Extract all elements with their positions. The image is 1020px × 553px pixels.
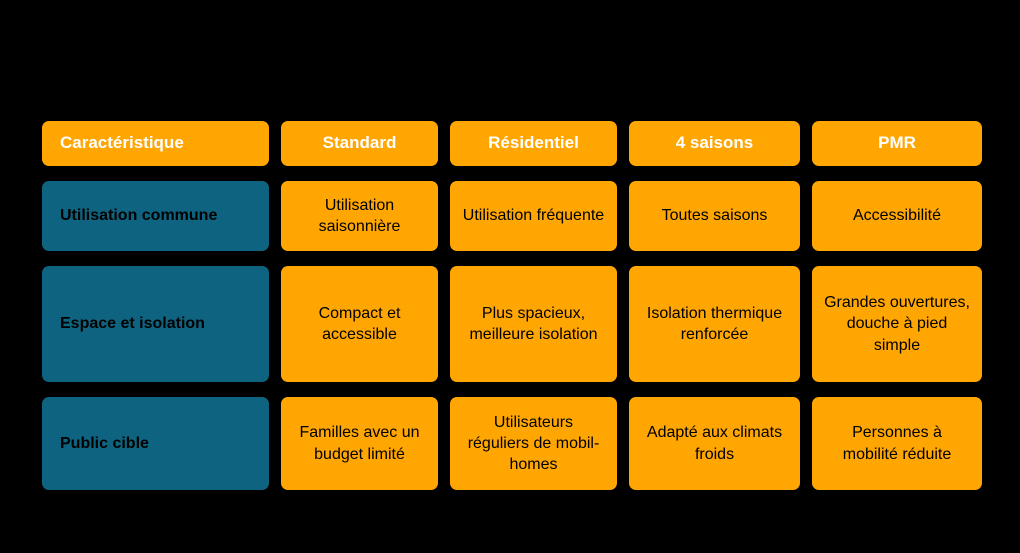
header-cell-residentiel: Résidentiel xyxy=(450,121,617,166)
header-cell-pmr: PMR xyxy=(812,121,982,166)
table-cell: Compact et accessible xyxy=(281,266,438,382)
table-cell: Utilisation saisonnière xyxy=(281,181,438,251)
table-cell: Toutes saisons xyxy=(629,181,800,251)
header-cell-standard: Standard xyxy=(281,121,438,166)
table-cell: Grandes ouvertures, douche à pied simple xyxy=(812,266,982,382)
row-label-public-cible: Public cible xyxy=(42,397,269,490)
table-cell: Accessibilité xyxy=(812,181,982,251)
row-label-espace-et-isolation: Espace et isolation xyxy=(42,266,269,382)
table-cell: Utilisation fréquente xyxy=(450,181,617,251)
table-cell: Utilisateurs réguliers de mobil-homes xyxy=(450,397,617,490)
header-cell-caracteristique: Caractéristique xyxy=(42,121,269,166)
table-cell: Familles avec un budget limité xyxy=(281,397,438,490)
table-cell: Adapté aux climats froids xyxy=(629,397,800,490)
table-cell: Isolation thermique renforcée xyxy=(629,266,800,382)
comparison-table: Caractéristique Standard Résidentiel 4 s… xyxy=(42,121,982,490)
header-cell-4-saisons: 4 saisons xyxy=(629,121,800,166)
table-cell: Plus spacieux, meilleure isolation xyxy=(450,266,617,382)
table-cell: Personnes à mobilité réduite xyxy=(812,397,982,490)
row-label-utilisation-commune: Utilisation commune xyxy=(42,181,269,251)
